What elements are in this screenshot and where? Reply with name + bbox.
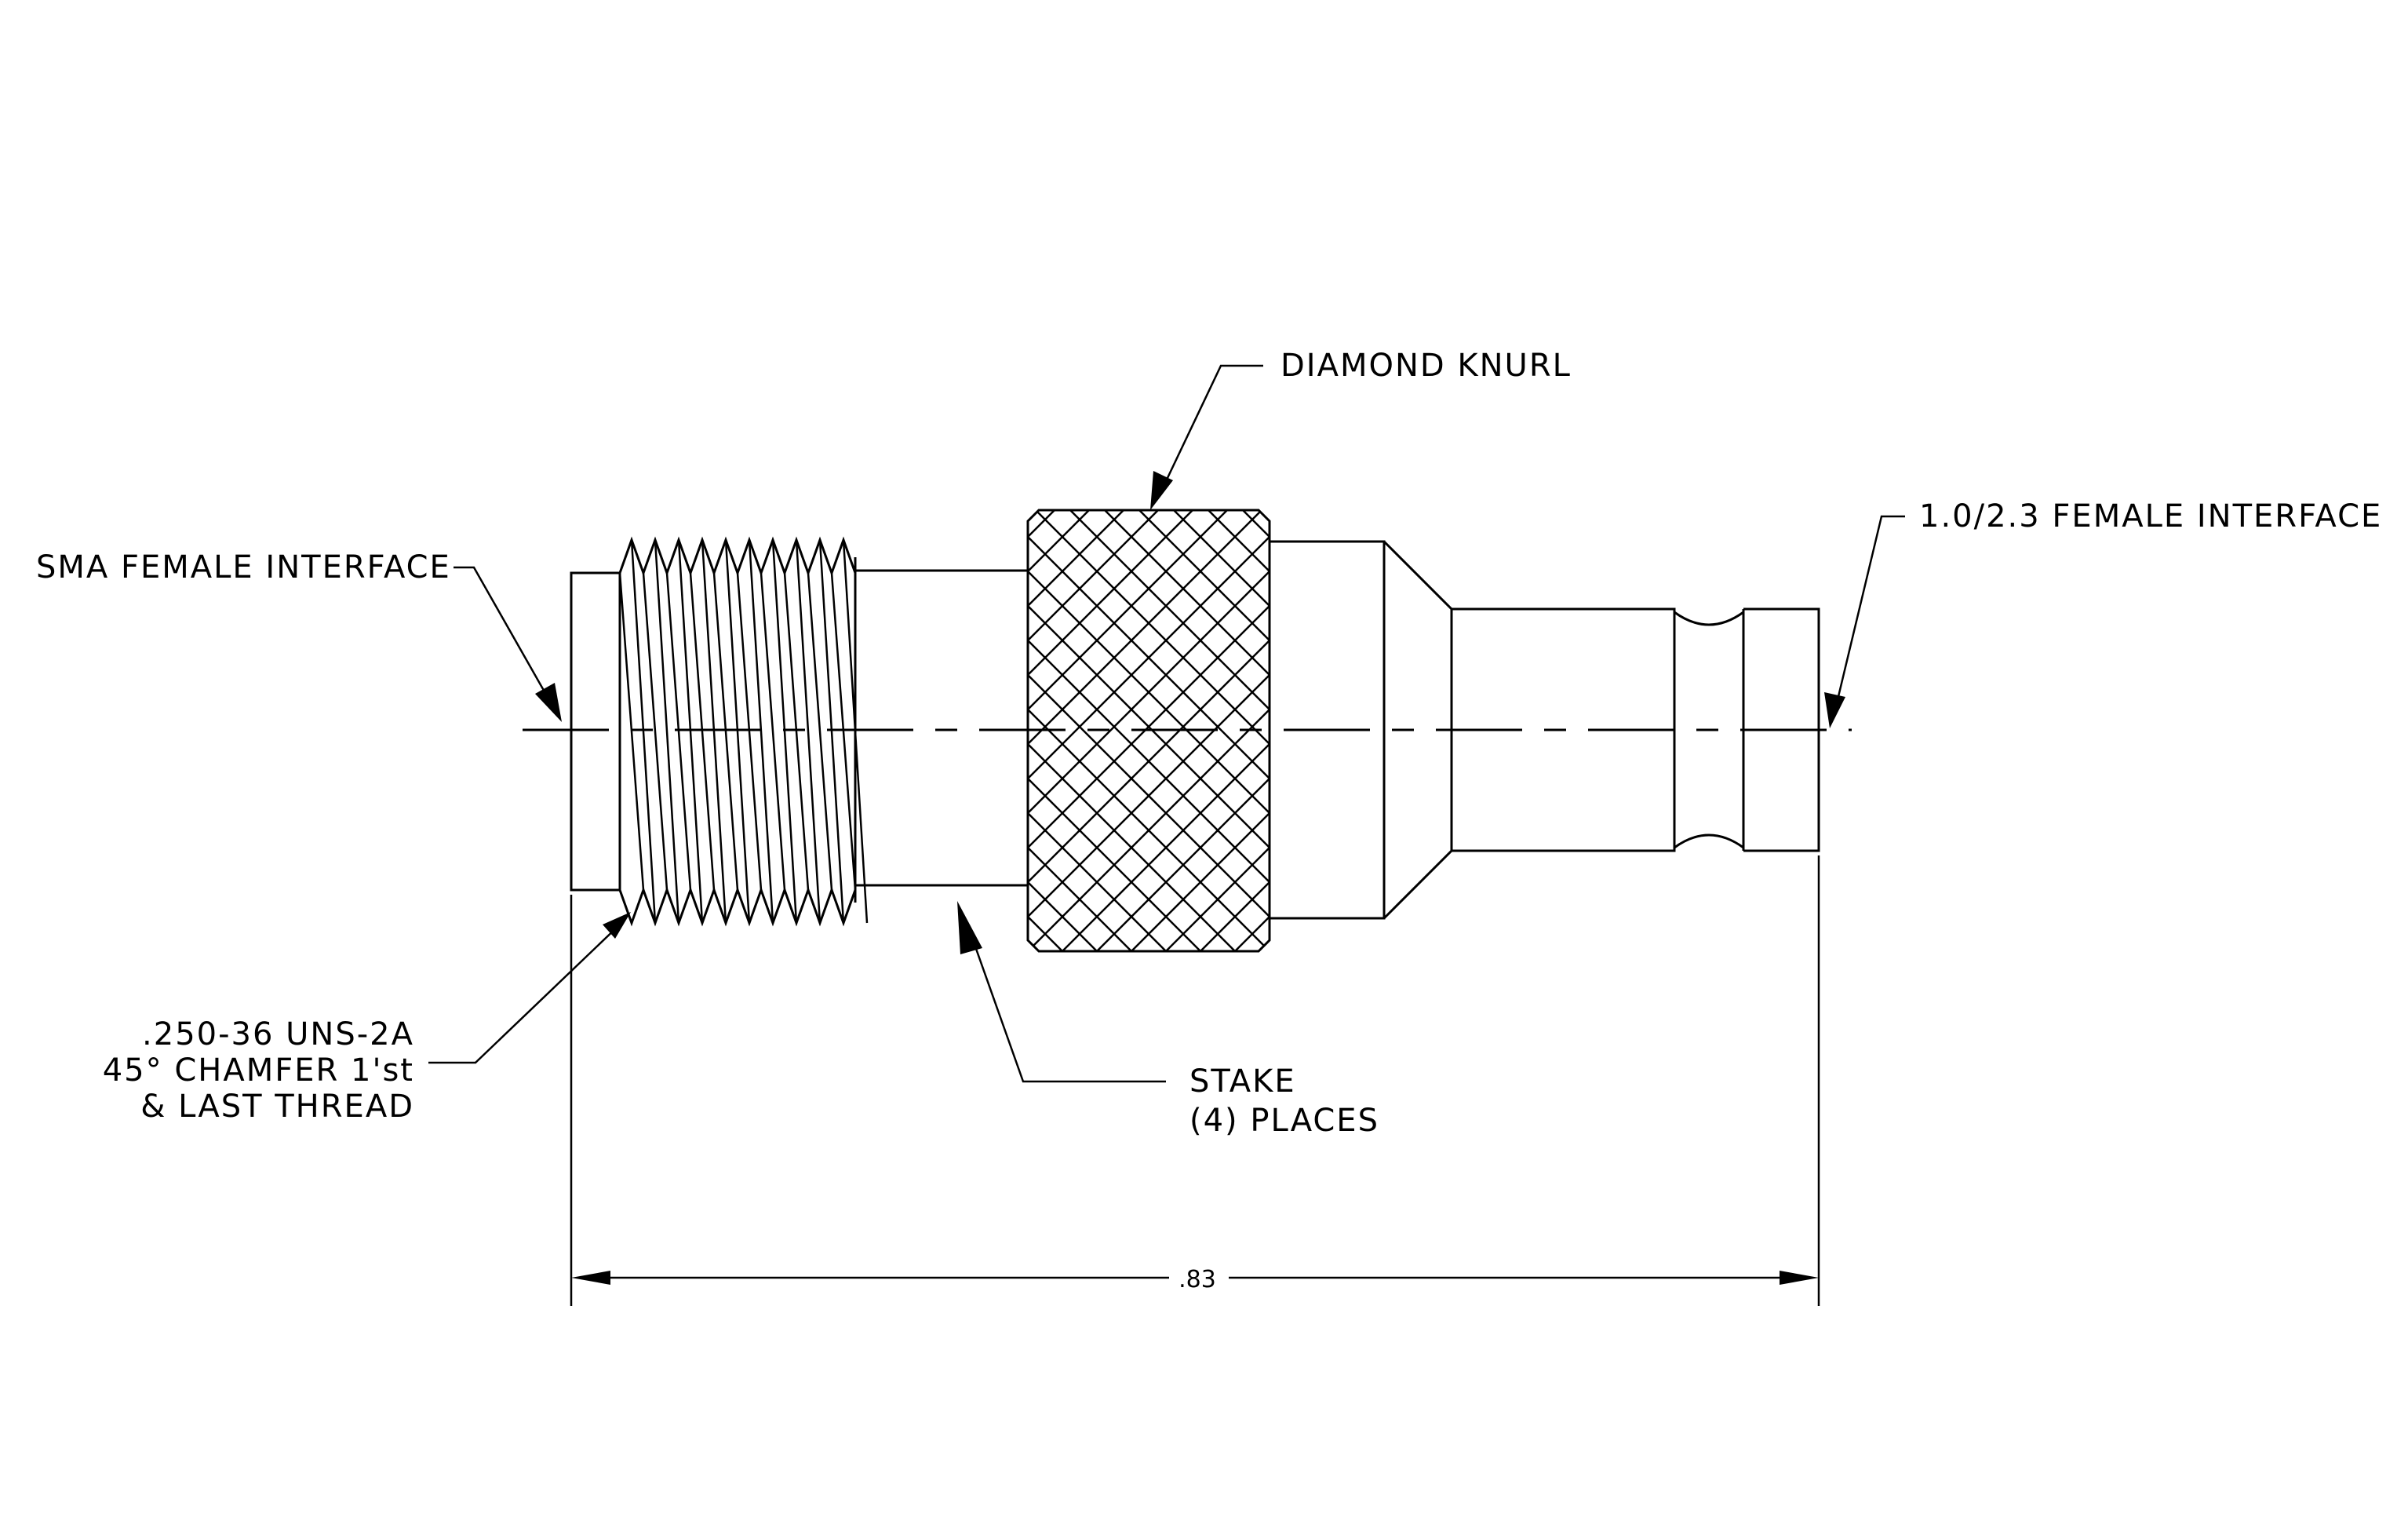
label-diamond-knurl: DIAMOND KNURL xyxy=(1281,348,1572,384)
label-stake-line2: (4) PLACES xyxy=(1189,1103,1379,1139)
stake-body xyxy=(855,569,1028,887)
callout-diamond-knurl: DIAMOND KNURL xyxy=(1150,348,1572,510)
dimension-arrow-right xyxy=(1780,1271,1819,1285)
label-sma-female: SMA FEMALE INTERFACE xyxy=(36,549,451,585)
thread-helix xyxy=(618,539,869,924)
callout-sma-female: SMA FEMALE INTERFACE xyxy=(36,549,562,722)
callout-stake: STAKE (4) PLACES xyxy=(957,901,1379,1139)
label-interface-23: 1.0/2.3 FEMALE INTERFACE xyxy=(1919,498,2382,534)
sma-front-flange xyxy=(570,571,621,892)
callout-thread-spec: .250-36 UNS-2A 45° CHAMFER 1'st & LAST T… xyxy=(103,912,631,1125)
label-thread-line3: & LAST THREAD xyxy=(140,1089,414,1125)
dimension-arrow-left xyxy=(571,1271,610,1285)
label-stake-line1: STAKE xyxy=(1189,1063,1296,1100)
dimension-overall-length: .83 xyxy=(1178,1266,1216,1293)
callout-interface-23: 1.0/2.3 FEMALE INTERFACE xyxy=(1824,498,2382,728)
label-thread-line1: .250-36 UNS-2A xyxy=(142,1016,414,1052)
threaded-section xyxy=(618,536,869,927)
label-thread-line2: 45° CHAMFER 1'st xyxy=(103,1052,414,1089)
connector-body xyxy=(523,509,1852,953)
overall-length-dimension: .83 xyxy=(570,855,1820,1306)
